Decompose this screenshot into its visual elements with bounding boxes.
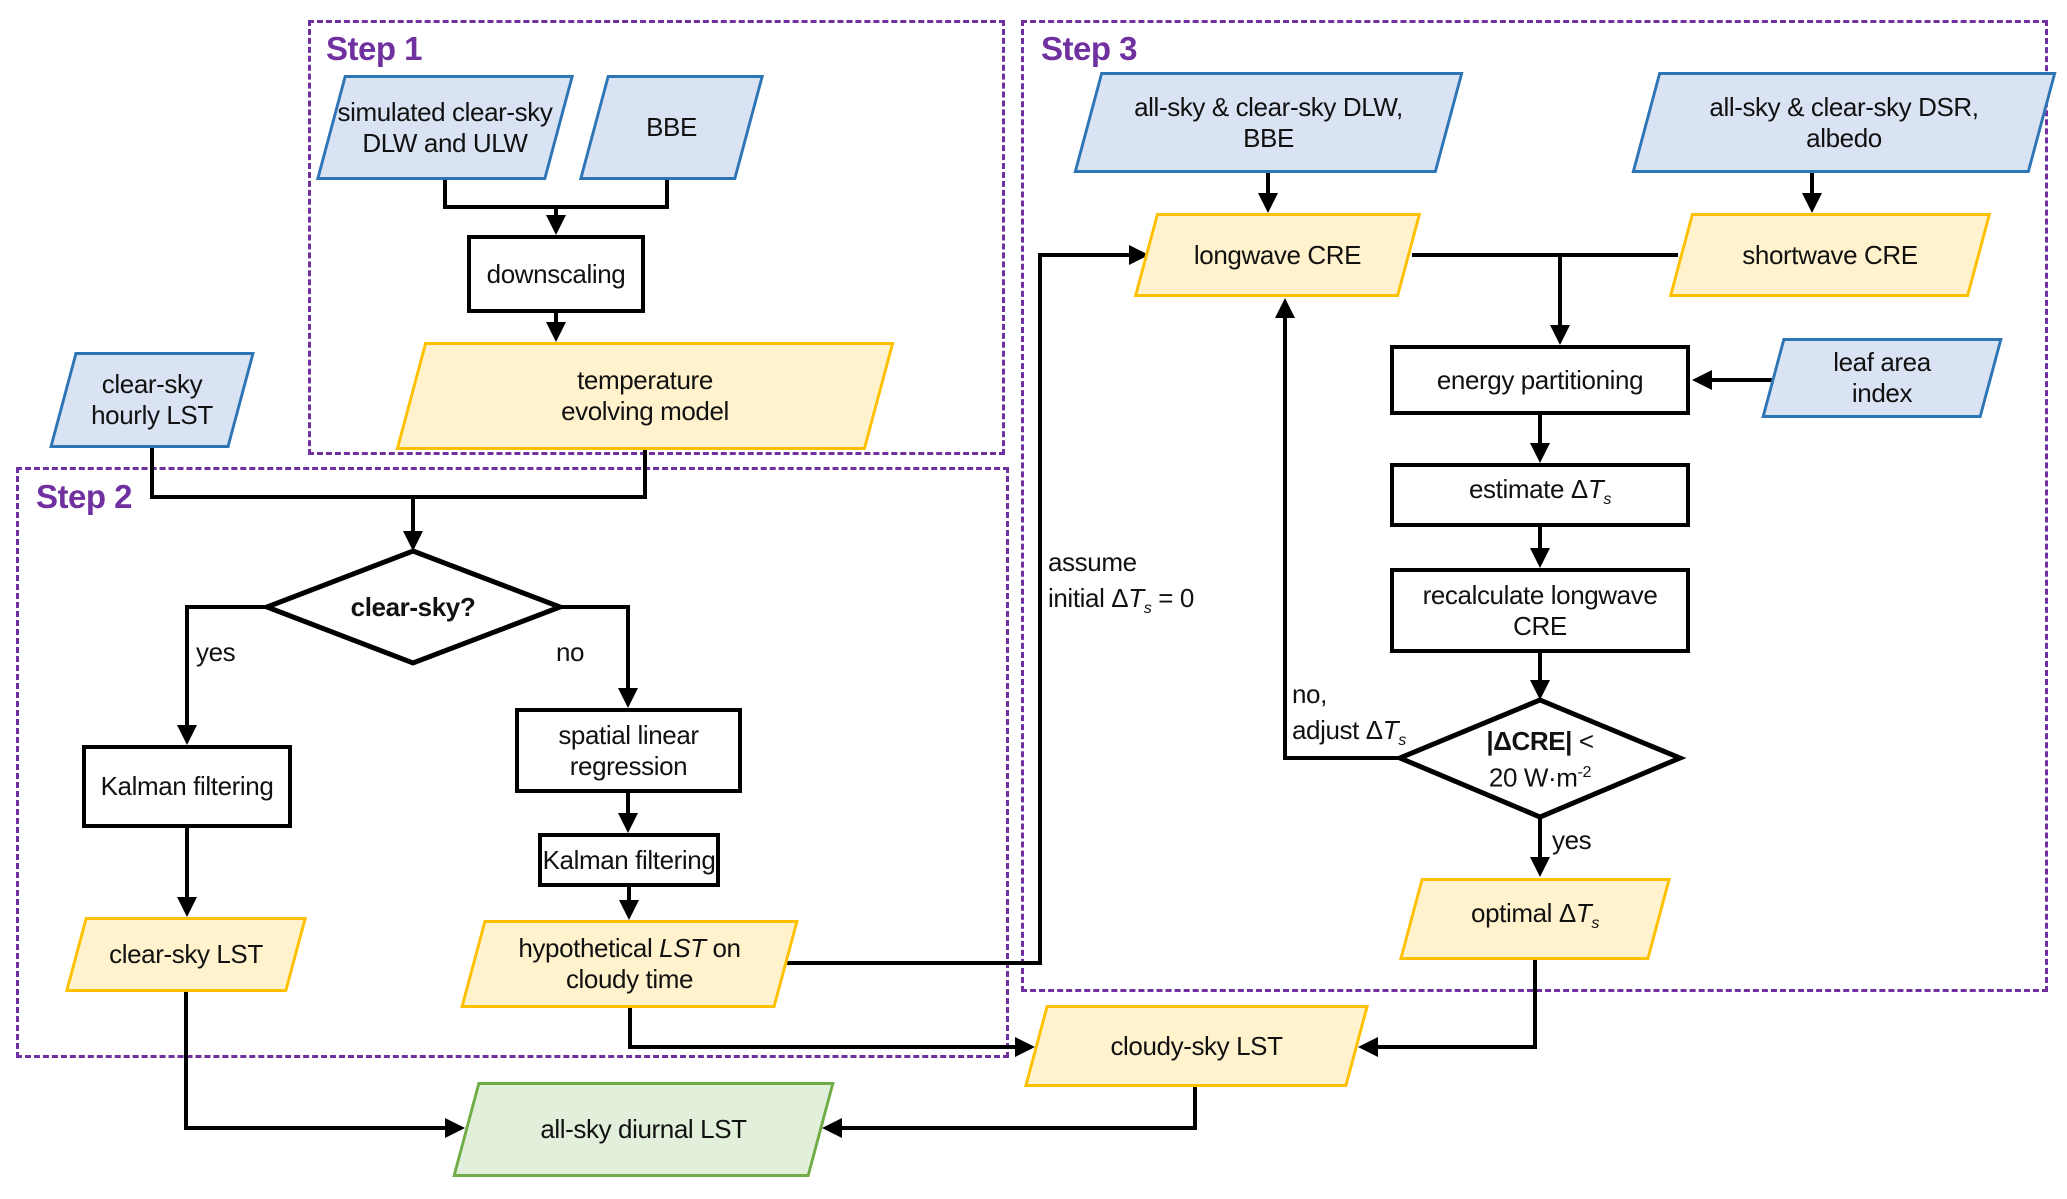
node-label: hypothetical LST on cloudy time [518,933,741,995]
text-superscript: -2 [1577,763,1592,781]
text-part: estimate Δ [1469,474,1588,505]
node-label: shortwave CRE [1742,239,1918,270]
text-part: < [1572,726,1594,756]
node-label: all-sky diurnal LST [540,1114,747,1144]
node-downscaling: downscaling [467,235,645,313]
node-label: clear-sky hourly LST [91,369,213,431]
node-cloudy-sky-lst: cloudy-sky LST [1035,1005,1358,1087]
text-line: index [1851,378,1913,408]
node-temperature-evolving-model: temperature evolving model [410,342,880,450]
edge-label-no: no [556,637,585,667]
text-line: clear-sky [101,369,203,399]
node-label: simulated clear-sky DLW and ULW [338,97,553,159]
node-recalculate-longwave-cre: recalculate longwave CRE [1390,568,1690,653]
text-line: no, [1292,679,1327,709]
node-kalman-filtering-right: Kalman filtering [538,833,720,887]
node-shortwave-cre: shortwave CRE [1680,213,1980,297]
node-spatial-linear-regression: spatial linear regression [515,708,742,793]
node-hypothetical-lst: hypothetical LST on cloudy time [472,920,787,1008]
text-line: leaf area [1833,347,1931,377]
text-line: hourly LST [91,400,213,430]
text-line: |ΔCRE| < [1430,726,1650,757]
text-part: hypothetical [518,933,660,963]
text-line: regression [569,750,688,781]
text-line: BBE [1243,122,1294,153]
node-label: BBE [646,112,697,142]
node-label: temperature evolving model [561,365,729,427]
edge-label-no-adjust: no, adjust ΔTs [1292,676,1406,758]
node-label: cloudy-sky LST [1110,1030,1283,1061]
text-part: initial Δ [1048,583,1129,613]
node-leaf-area-index: leaf area index [1772,338,1992,418]
text-subscript: s [1143,599,1152,618]
node-label: leaf area index [1833,347,1931,409]
node-simulated-clear-sky-dlw-ulw: simulated clear-sky DLW and ULW [330,75,560,180]
node-label: downscaling [486,258,626,289]
text-line: DLW and ULW [362,127,528,158]
connector-cloudy-to-all-sky [822,1087,1197,1138]
text-part-italic: T [1128,583,1144,613]
step3-label: Step 3 [1041,30,1138,67]
node-label: all-sky & clear-sky DLW, BBE [1134,92,1403,154]
node-label: clear-sky LST [109,939,263,969]
text-line: all-sky & clear-sky DLW, [1134,91,1403,122]
text-line: evolving model [561,396,729,426]
text-subscript: s [1398,731,1406,750]
text-line: initial ΔTs = 0 [1048,580,1194,626]
node-all-sky-clear-sky-dsr-albedo: all-sky & clear-sky DSR, albedo [1645,72,2043,173]
text-part: adjust Δ [1292,715,1383,745]
edge-label-yes: yes [196,637,236,667]
node-label: Kalman filtering [100,771,274,801]
node-label: all-sky & clear-sky DSR, albedo [1709,91,1979,154]
text-line: temperature [577,365,713,395]
node-all-sky-diurnal-lst: all-sky diurnal LST [465,1082,822,1177]
node-clear-sky-hourly-lst: clear-sky hourly LST [62,352,242,448]
step1-group-box [308,20,1005,455]
text-line: spatial linear [558,719,699,750]
text-part-bold: |ΔCRE| [1486,726,1573,756]
text-line: CRE [1513,610,1567,641]
node-estimate-delta-ts: estimate ΔTs [1390,463,1690,527]
text-line: 20 W·m-2 [1430,757,1650,794]
node-label: Kalman filtering [542,844,716,875]
text-part: on [705,933,741,963]
text-part-italic: T [1575,898,1592,929]
text-part-italic: LST [659,933,706,963]
node-all-sky-clear-sky-dlw-bbe: all-sky & clear-sky DLW, BBE [1087,72,1450,173]
text-line: albedo [1806,122,1882,153]
text-subscript: s [1603,490,1611,509]
text-subscript: s [1591,914,1599,933]
text-line: adjust ΔTs [1292,712,1406,758]
node-label: estimate ΔTs [1469,474,1611,515]
text-part-italic: T [1382,715,1399,745]
text-part: 20 W·m [1488,762,1578,793]
step1-label: Step 1 [326,30,423,67]
text-line: hypothetical LST on [518,933,741,964]
node-energy-partitioning: energy partitioning [1390,345,1690,415]
text-line: simulated clear-sky [337,96,553,127]
node-label: optimal ΔTs [1471,898,1599,939]
node-optimal-delta-ts: optimal ΔTs [1410,878,1660,960]
node-label: recalculate longwave CRE [1423,580,1658,642]
text-line: recalculate longwave [1422,579,1658,610]
text-part: = 0 [1151,583,1194,613]
node-clear-sky-lst: clear-sky LST [75,917,297,992]
edge-label-assume-initial: assume initial ΔTs = 0 [1048,544,1194,626]
node-label: longwave CRE [1193,239,1362,270]
cre-decision-label: |ΔCRE| < 20 W·m-2 [1430,726,1650,794]
node-bbe: BBE [593,75,750,180]
node-kalman-filtering-left: Kalman filtering [82,745,292,828]
edge-label-yes-cre: yes [1552,825,1592,855]
text-line: cloudy time [565,964,694,994]
text-part: optimal Δ [1471,898,1576,929]
node-longwave-cre: longwave CRE [1145,213,1410,297]
node-label: spatial linear regression [558,719,699,782]
node-label: energy partitioning [1436,364,1644,395]
clear-sky-decision-label: clear-sky? [350,592,476,622]
step2-label: Step 2 [36,478,133,515]
text-part-italic: T [1587,474,1604,505]
text-line: assume [1048,547,1137,577]
text-line: all-sky & clear-sky DSR, [1709,91,1979,122]
